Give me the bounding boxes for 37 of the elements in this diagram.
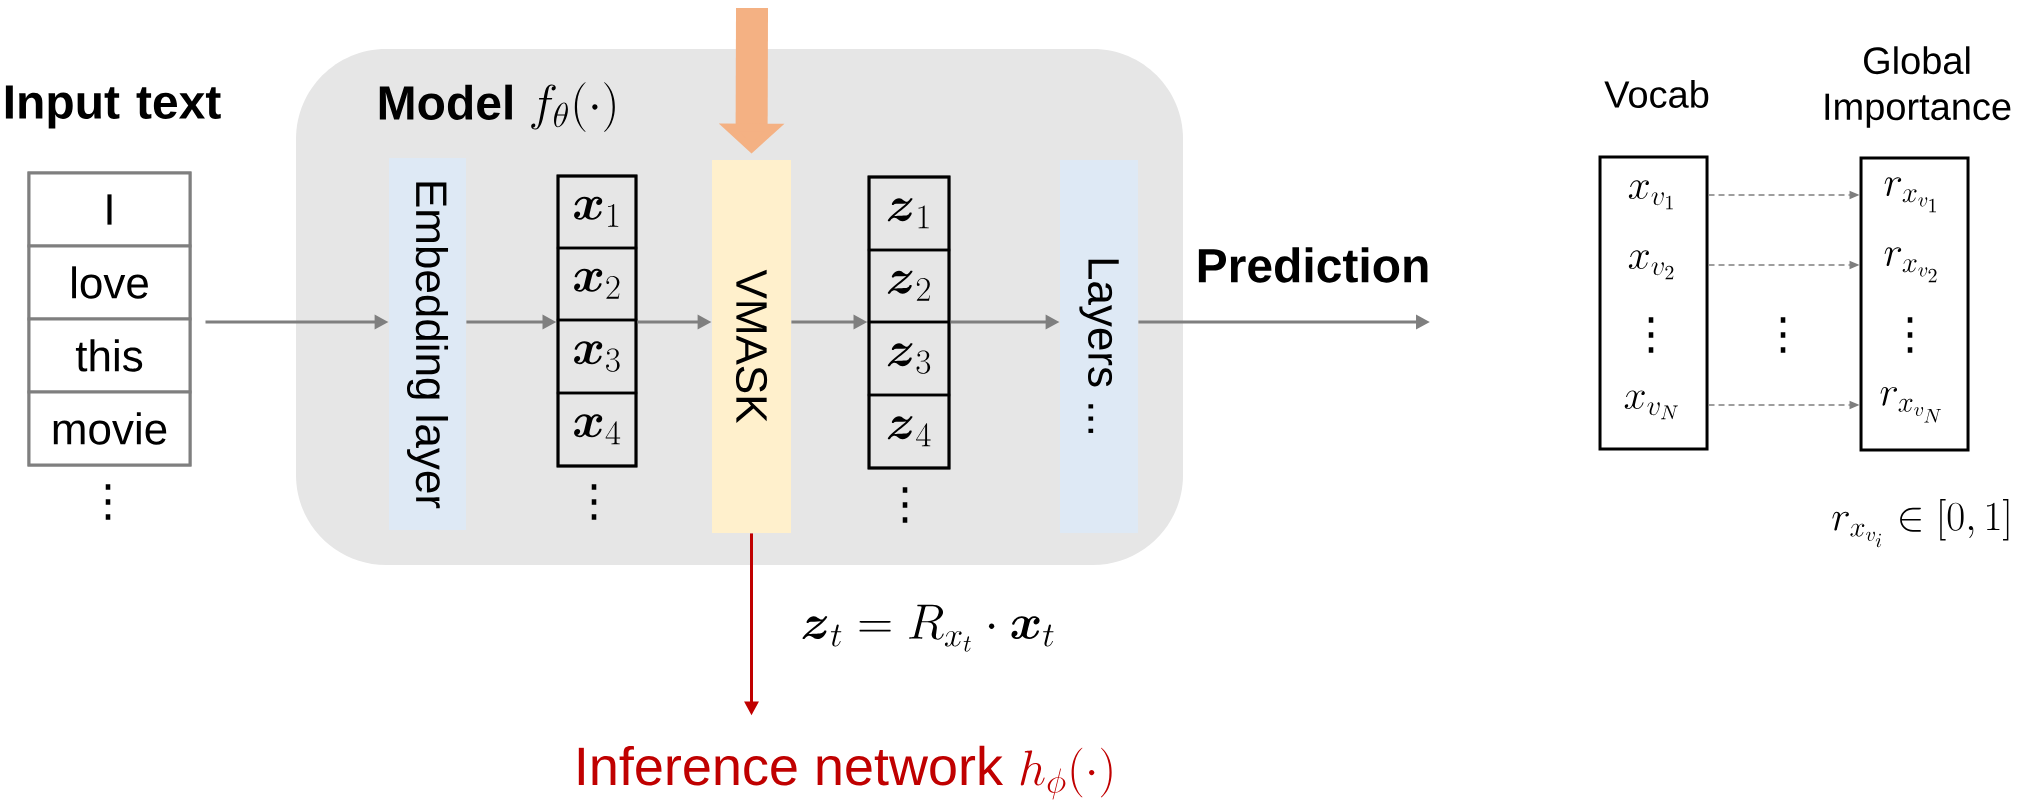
word-cell: I [27,171,192,248]
math-term: $x_{v_N}$ [1624,390,1678,420]
ellipsis-mark: ⋮ [902,487,908,523]
vector-cell: $\boldsymbol{z}_4$ [867,393,951,470]
math-term: $r_{x_{v_2}}$ [1884,247,1937,283]
word-cell: this [27,317,192,394]
vector-cell: $\boldsymbol{z}_1$ [867,175,951,252]
equation: $\boldsymbol{z}_t = R_{x_t}\cdot \boldsymbol{x}_t$ [802,604,1054,652]
math-term: $x_{v_2}$ [1628,250,1674,280]
vector-cell: $\boldsymbol{x}_1$ [556,174,638,250]
ellipsis-mark: ⋮ [591,484,597,520]
vector-cell: $\boldsymbol{x}_3$ [556,318,638,395]
layer-bar: VMASK [712,160,791,533]
ellipsis-mark: ⋮ [1780,317,1786,353]
column-frame [556,174,638,468]
word-cell: love [27,244,192,321]
ellipsis-mark: ⋮ [1648,317,1654,353]
math-term: $x_{v_1}$ [1628,180,1673,210]
column-frame [867,175,951,470]
column-heading: Global Importance [1825,46,2011,128]
vector-cell: $\boldsymbol{z}_2$ [867,248,951,324]
ellipsis-mark: ⋮ [105,484,111,520]
ellipsis-mark: ⋮ [1907,317,1913,353]
math-term: $r_{x_{v_1}}$ [1884,177,1936,213]
vector-cell: $\boldsymbol{z}_3$ [867,320,951,397]
layer-bar: Embedding layer [389,158,466,530]
equation: $r_{x_{v_i}} \in [0,1]$ [1832,499,2009,548]
vector-cell: $\boldsymbol{x}_4$ [556,391,638,468]
math-term: $r_{x_{v_N}}$ [1880,387,1942,423]
network-label: Inference network $h_{\phi}(\cdot)$ [578,745,1112,800]
column-heading: Input text [5,85,221,129]
panel-heading: Model $f_{\theta}(\cdot)$ [379,82,615,132]
column-heading: Vocab [1604,80,1709,108]
vector-cell: $\boldsymbol{x}_2$ [556,246,638,322]
layer-bar: Layers ... [1060,160,1138,533]
word-cell: movie [27,390,192,467]
edge-label: Prediction [1198,247,1428,283]
